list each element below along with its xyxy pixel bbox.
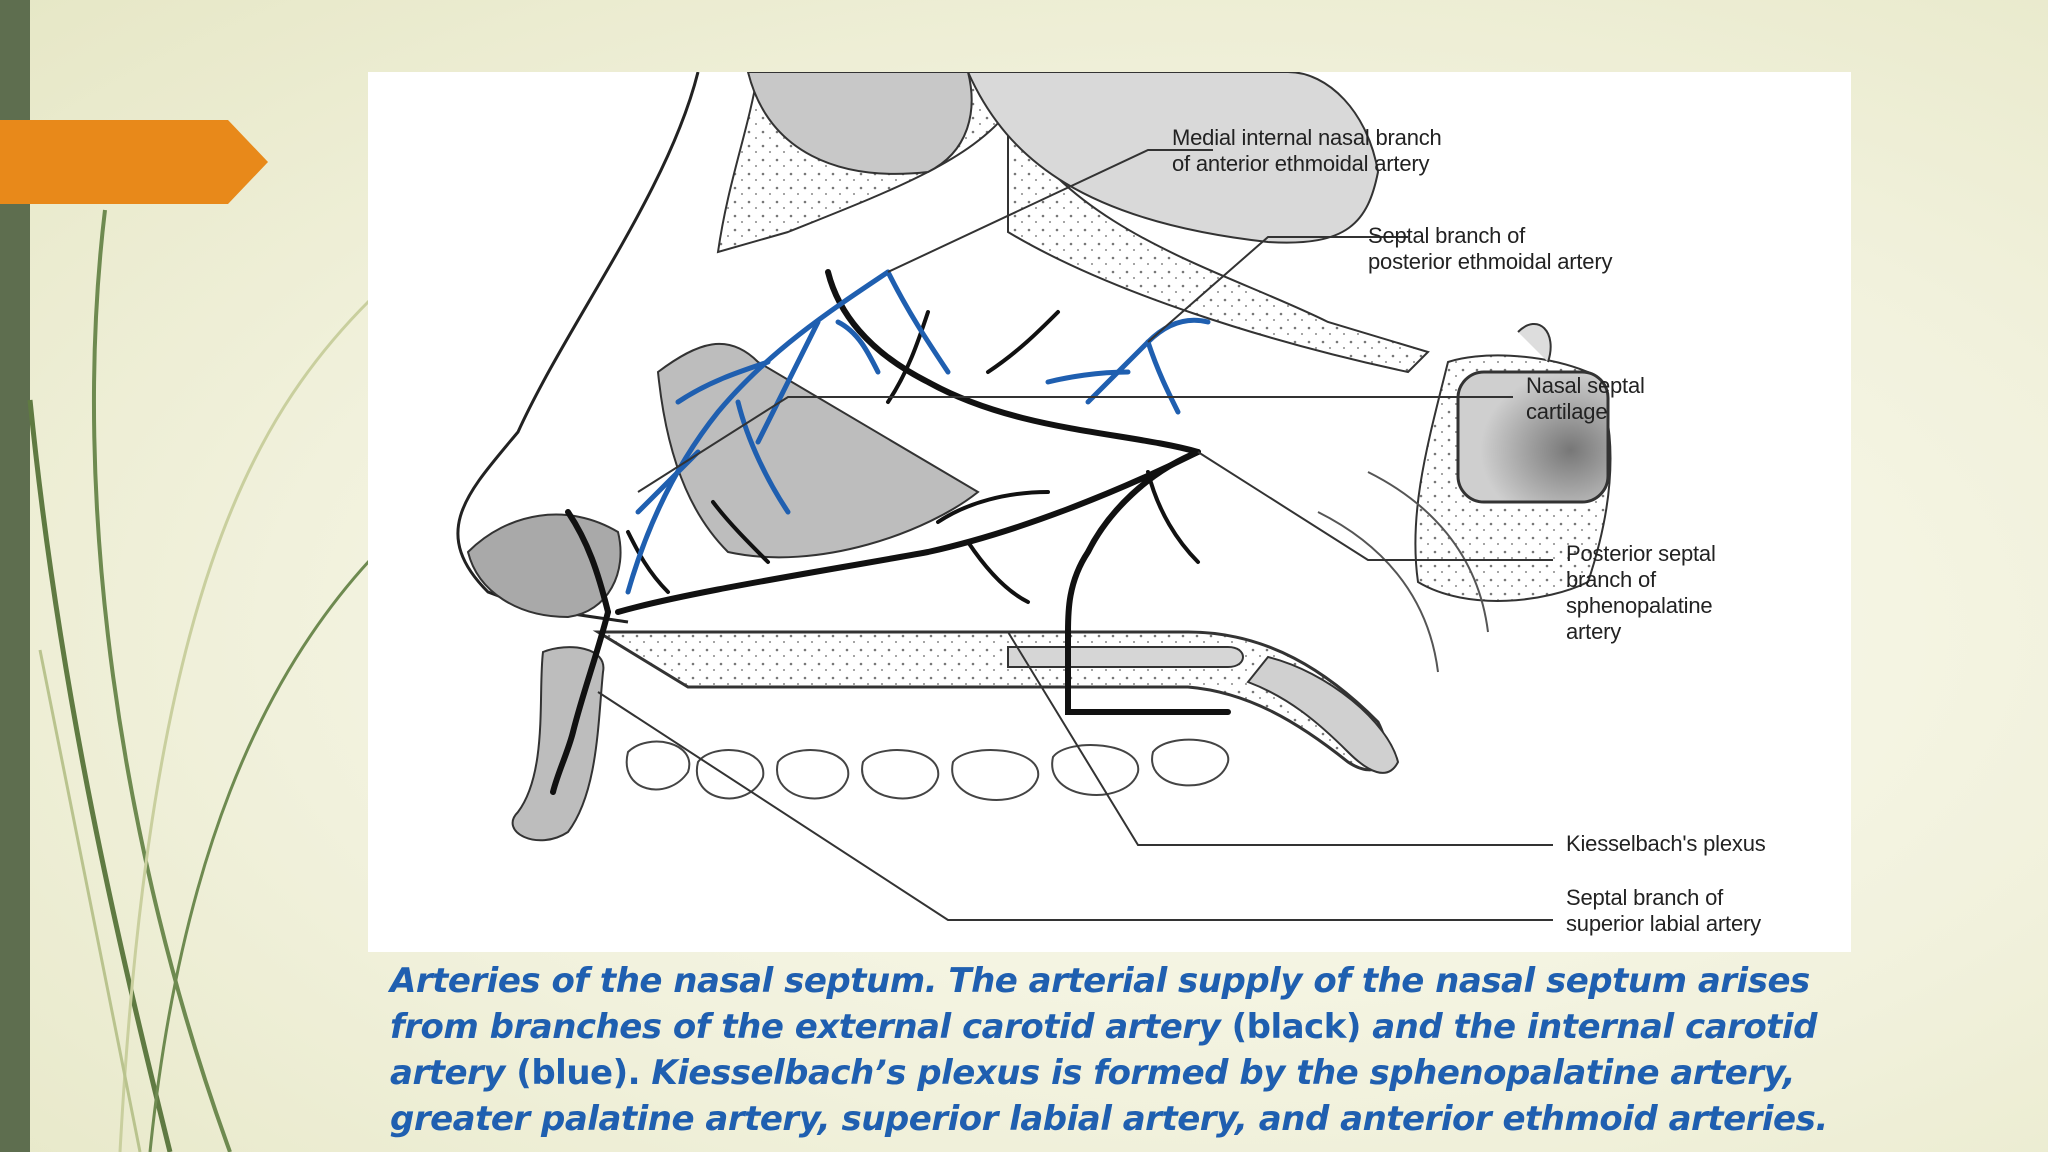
label-posterior-septal-line3: sphenopalatine xyxy=(1566,593,1713,618)
figure-caption: Arteries of the nasal septum. The arteri… xyxy=(390,958,1860,1142)
label-posterior-septal-line1: Posterior septal xyxy=(1566,541,1716,566)
label-medial-internal-line2: of anterior ethmoidal artery xyxy=(1172,151,1430,176)
decorative-grass-stems xyxy=(27,209,372,1152)
nasal-septum-illustration xyxy=(456,71,1612,921)
caption-part3: and the internal carotid artery xyxy=(390,1007,1817,1093)
caption-part4: (blue). xyxy=(504,1053,652,1093)
label-posterior-septal-line2: branch of xyxy=(1566,567,1656,592)
orange-arrow-accent xyxy=(0,120,268,204)
caption-part1: Arteries of the nasal septum. The arteri… xyxy=(390,961,1810,1047)
label-cartilage-line1: Nasal septal xyxy=(1526,373,1645,398)
label-medial-internal-line1: Medial internal nasal branch xyxy=(1172,125,1442,150)
nasal-septum-figure: Medial internal nasal branch of anterior… xyxy=(368,71,1851,952)
label-posterior-septal-line4: artery xyxy=(1566,619,1622,644)
label-septal-posterior-line1: Septal branch of xyxy=(1368,223,1526,248)
caption-part2: (black) xyxy=(1220,1007,1373,1047)
label-kiesselbach-plexus: Kiesselbach's plexus xyxy=(1566,831,1766,856)
label-superior-labial-line1: Septal branch of xyxy=(1566,885,1724,910)
label-septal-posterior-line2: posterior ethmoidal artery xyxy=(1368,249,1613,274)
label-superior-labial-line2: superior labial artery xyxy=(1566,911,1761,936)
caption-part5: Kiesselbach’s plexus is formed by the sp… xyxy=(390,1053,1828,1139)
label-cartilage-line2: cartilage xyxy=(1526,399,1608,424)
